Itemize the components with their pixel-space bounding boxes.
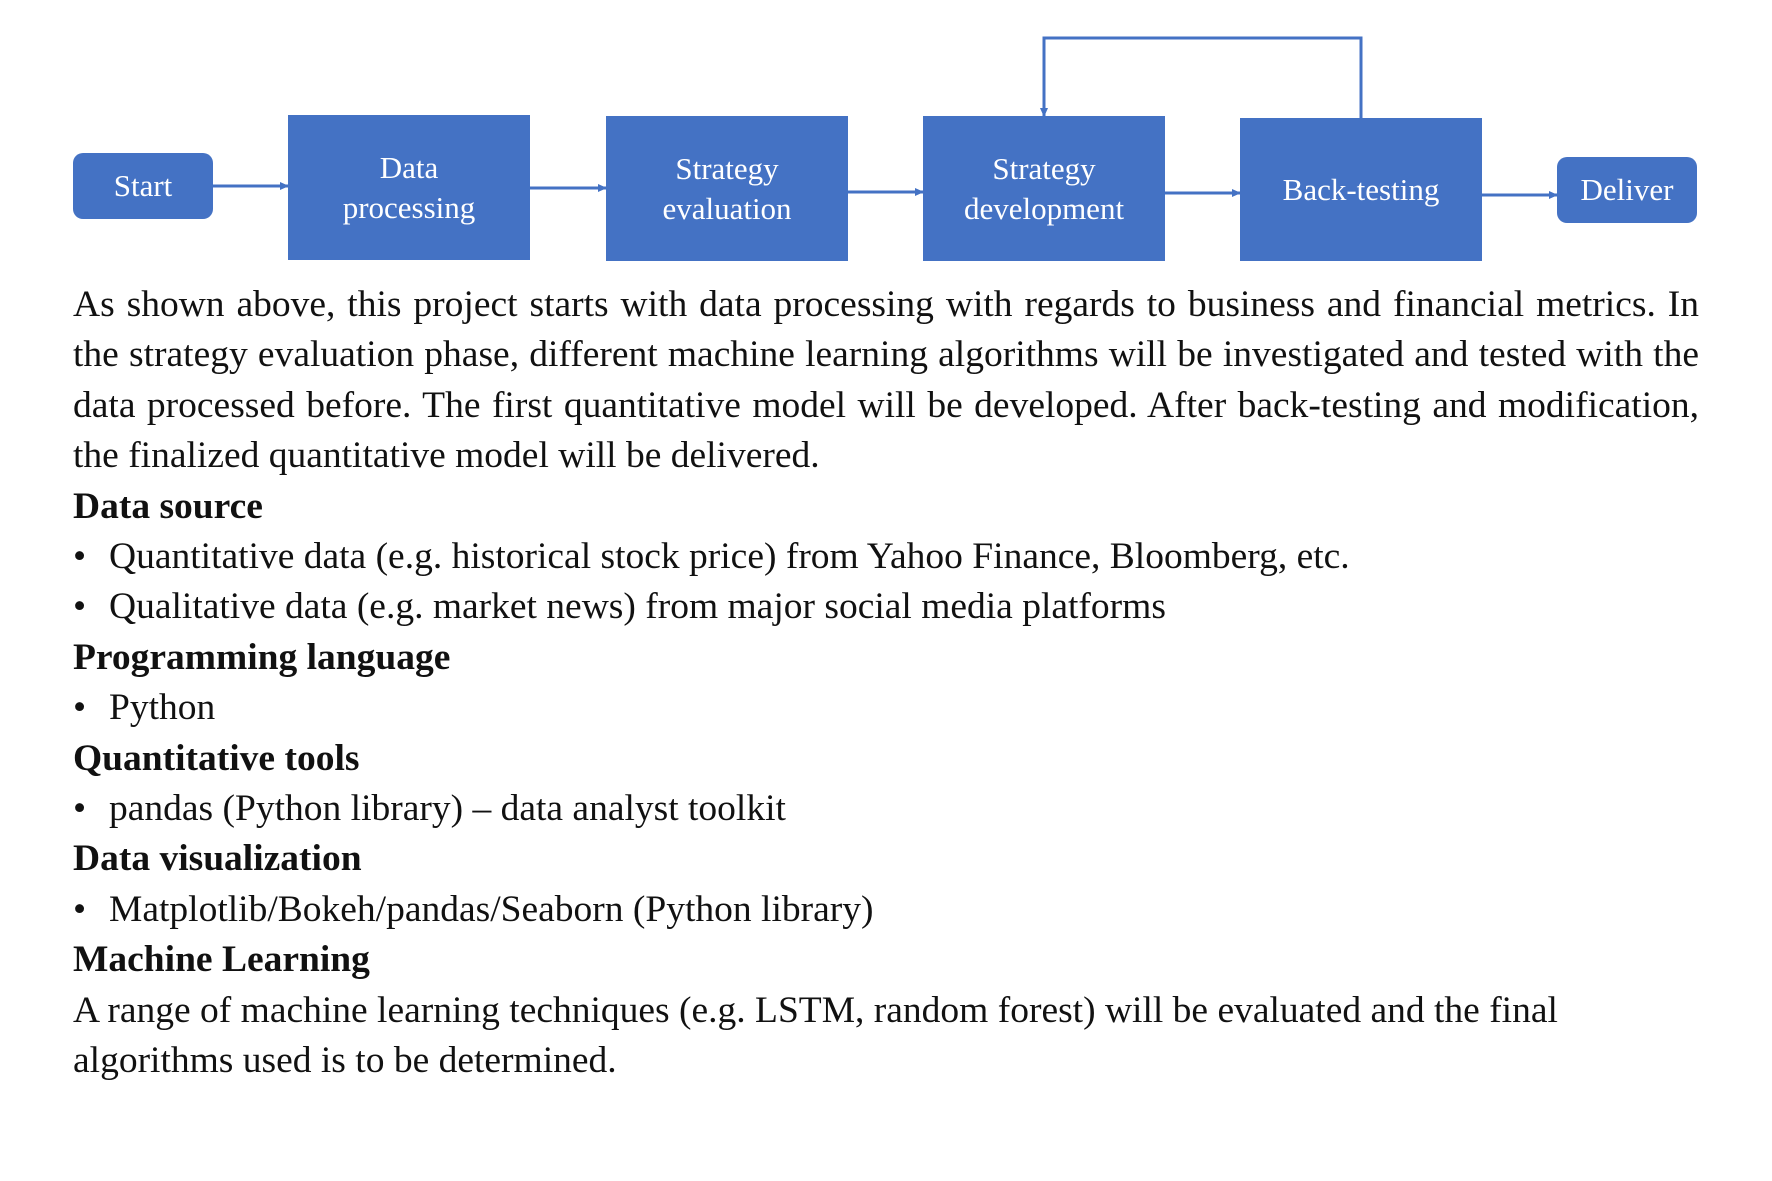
intro-paragraph: As shown above, this project starts with… <box>73 284 1699 477</box>
feedback-loop-back-testing-to-strategy-development <box>1040 36 1363 118</box>
quantitative-tools-item: • pandas (Python library) – data analyst… <box>73 784 1699 834</box>
quantitative-tools-item-text: pandas (Python library) – data analyst t… <box>109 788 786 830</box>
data-visualization-item: • Matplotlib/Bokeh/pandas/Seaborn (Pytho… <box>73 885 1699 935</box>
programming-language-list: • Python <box>73 683 1699 733</box>
bullet-icon: • <box>73 788 87 830</box>
bullet-icon: • <box>73 586 87 628</box>
flow-node-back-testing: Back-testing <box>1240 118 1482 261</box>
flow-node-deliver-label: Deliver <box>1580 172 1674 207</box>
flow-node-deliver: Deliver <box>1557 157 1697 223</box>
bullet-icon: • <box>73 536 87 578</box>
document-body: As shown above, this project starts with… <box>73 280 1699 1087</box>
flow-node-strategy-development-line-1: Strategy <box>992 150 1096 186</box>
data-visualization-item-text: Matplotlib/Bokeh/pandas/Seaborn (Python … <box>109 888 874 930</box>
flow-node-strategy-evaluation-line-1: Strategy <box>675 150 779 186</box>
flow-node-data-processing: Data processing <box>288 115 530 260</box>
flow-node-start: Start <box>73 153 213 219</box>
machine-learning-description: A range of machine learning techniques (… <box>73 989 1558 1082</box>
data-visualization-heading: Data visualization <box>73 838 362 880</box>
quantitative-tools-heading: Quantitative tools <box>73 737 360 779</box>
programming-language-item: • Python <box>73 683 1699 733</box>
bullet-icon: • <box>73 888 87 930</box>
data-source-list: • Quantitative data (e.g. historical sto… <box>73 532 1699 633</box>
data-source-item: • Quantitative data (e.g. historical sto… <box>73 532 1699 582</box>
data-source-heading: Data source <box>73 485 263 527</box>
data-source-item-text: Qualitative data (e.g. market news) from… <box>109 586 1166 628</box>
programming-language-heading: Programming language <box>73 636 451 678</box>
quantitative-tools-list: • pandas (Python library) – data analyst… <box>73 784 1699 834</box>
data-visualization-list: • Matplotlib/Bokeh/pandas/Seaborn (Pytho… <box>73 885 1699 935</box>
machine-learning-heading: Machine Learning <box>73 939 370 981</box>
flow-node-back-testing-label: Back-testing <box>1282 171 1440 207</box>
programming-language-item-text: Python <box>109 687 216 729</box>
flowchart-connectors <box>213 36 1558 199</box>
flow-node-start-label: Start <box>113 168 173 203</box>
flow-node-strategy-development-line-2: development <box>963 190 1125 226</box>
process-flowchart: Start Data processing Strategy evaluatio… <box>0 0 1772 280</box>
flow-node-strategy-evaluation-line-2: evaluation <box>662 190 792 226</box>
data-source-item-text: Quantitative data (e.g. historical stock… <box>109 536 1350 578</box>
flow-node-strategy-evaluation: Strategy evaluation <box>606 116 848 261</box>
flow-node-strategy-development: Strategy development <box>923 116 1165 261</box>
data-source-item: • Qualitative data (e.g. market news) fr… <box>73 582 1699 632</box>
flow-node-data-processing-line-1: Data <box>379 149 439 185</box>
flow-node-data-processing-line-2: processing <box>342 189 476 225</box>
bullet-icon: • <box>73 687 87 729</box>
